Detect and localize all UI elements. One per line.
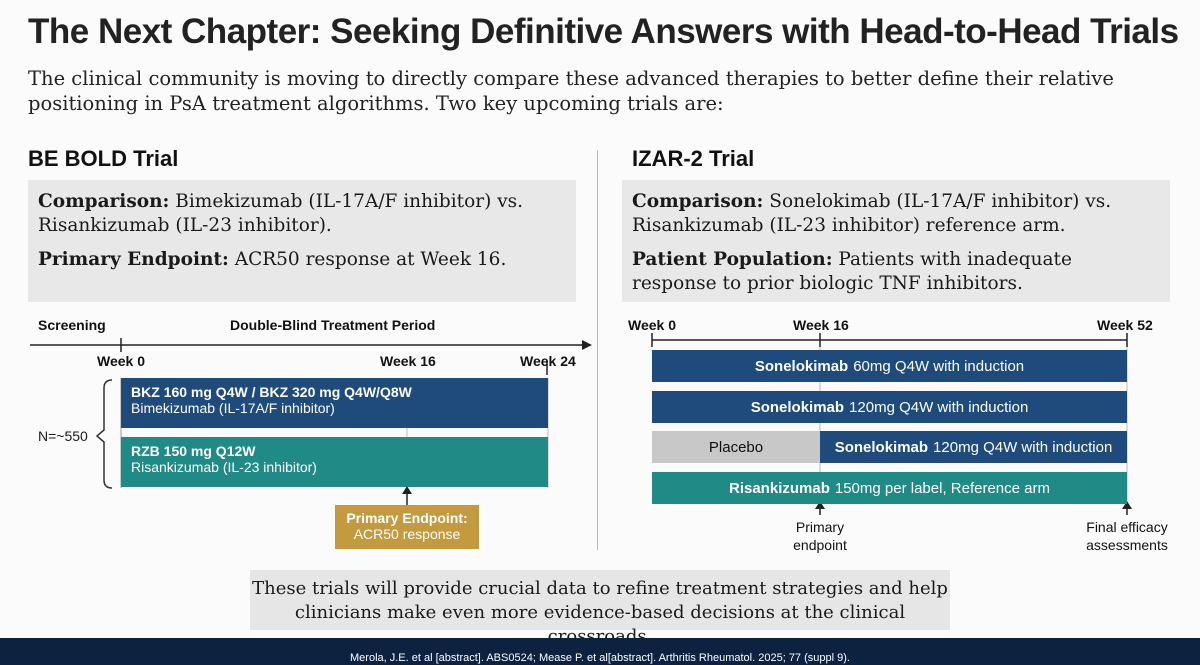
comparison-text: Bimekizumab (IL-17A/F inhibitor) vs. Ris… [38, 191, 524, 236]
footer-reference: Merola, J.E. et al [abstract]. ABS0524; … [0, 638, 1200, 665]
arm2-drug: Sonelokimab [750, 398, 845, 416]
endpoint-text: ACR50 response at Week 16. [234, 249, 507, 270]
bkz-arm-drug: Bimekizumab (IL-17A/F inhibitor) [131, 400, 335, 416]
treatment-period-label: Double-Blind Treatment Period [230, 317, 436, 333]
population-label: Patient Population: [632, 249, 833, 270]
sample-size-label: N=~550 [38, 428, 88, 444]
izar2-final-assessment-note: Final efficacy assessments [1086, 519, 1168, 553]
bkz-arm-dose: BKZ 160 mg Q4W / BKZ 320 mg Q4W/Q8W [131, 384, 412, 400]
izar2-week0-label: Week 0 [628, 317, 676, 333]
arm1-dose: 60mg Q4W with induction [853, 357, 1025, 375]
arm4-dose: 150mg per label, Reference arm [834, 479, 1050, 497]
rzb-arm-bar: RZB 150 mg Q12W Risankizumab (IL-23 inhi… [121, 437, 548, 487]
placebo-label: Placebo [708, 438, 764, 456]
primary-endpoint-box-title: Primary Endpoint: [346, 510, 468, 526]
primary-endpoint-box: Primary Endpoint: ACR50 response [335, 505, 479, 549]
izar2-arm-placebo: Placebo [652, 431, 820, 463]
arm3-drug: Sonelokimab [834, 438, 929, 456]
izar2-primary-endpoint-note: Primary endpoint [793, 519, 847, 553]
bkz-arm-bar: BKZ 160 mg Q4W / BKZ 320 mg Q4W/Q8W Bime… [121, 378, 548, 428]
page-title: The Next Chapter: Seeking Definitive Ans… [28, 12, 1179, 51]
arm4-drug: Risankizumab [729, 479, 830, 497]
be-bold-info-box: Comparison: Bimekizumab (IL-17A/F inhibi… [28, 180, 576, 302]
rzb-arm-drug: Risankizumab (IL-23 inhibitor) [131, 459, 317, 475]
izar2-week52-label: Week 52 [1097, 317, 1153, 333]
screening-label: Screening [38, 317, 106, 333]
primary-endpoint-box-text: ACR50 response [353, 526, 461, 542]
be-bold-title: BE BOLD Trial [28, 146, 179, 171]
izar2-week16-label: Week 16 [793, 317, 849, 333]
week24-label: Week 24 [520, 353, 576, 369]
be-bold-timeline-lines [30, 338, 592, 507]
rzb-arm-dose: RZB 150 mg Q12W [131, 443, 256, 459]
arm2-dose: 120mg Q4W with induction [849, 398, 1029, 416]
population-text: Patients with inadequate response to pri… [632, 249, 1072, 294]
endpoint-label: Primary Endpoint: [38, 249, 229, 270]
arm3-dose: 120mg Q4W with induction [933, 438, 1113, 456]
izar2-info-box: Comparison: Sonelokimab (IL-17A/F inhibi… [622, 180, 1170, 302]
izar2-title: IZAR-2 Trial [632, 146, 755, 171]
column-divider [597, 150, 598, 550]
comparison-label: Comparison: [38, 191, 170, 212]
conclusion-box: These trials will provide crucial data t… [250, 570, 950, 647]
izar2-comparison-label: Comparison: [632, 191, 764, 212]
arm1-drug: Sonelokimab [754, 357, 849, 375]
week0-label: Week 0 [97, 353, 145, 369]
izar2-comparison-text: Sonelokimab (IL-17A/F inhibitor) vs. Ris… [632, 191, 1112, 236]
week16-label: Week 16 [380, 353, 436, 369]
intro-text: The clinical community is moving to dire… [28, 67, 1114, 115]
